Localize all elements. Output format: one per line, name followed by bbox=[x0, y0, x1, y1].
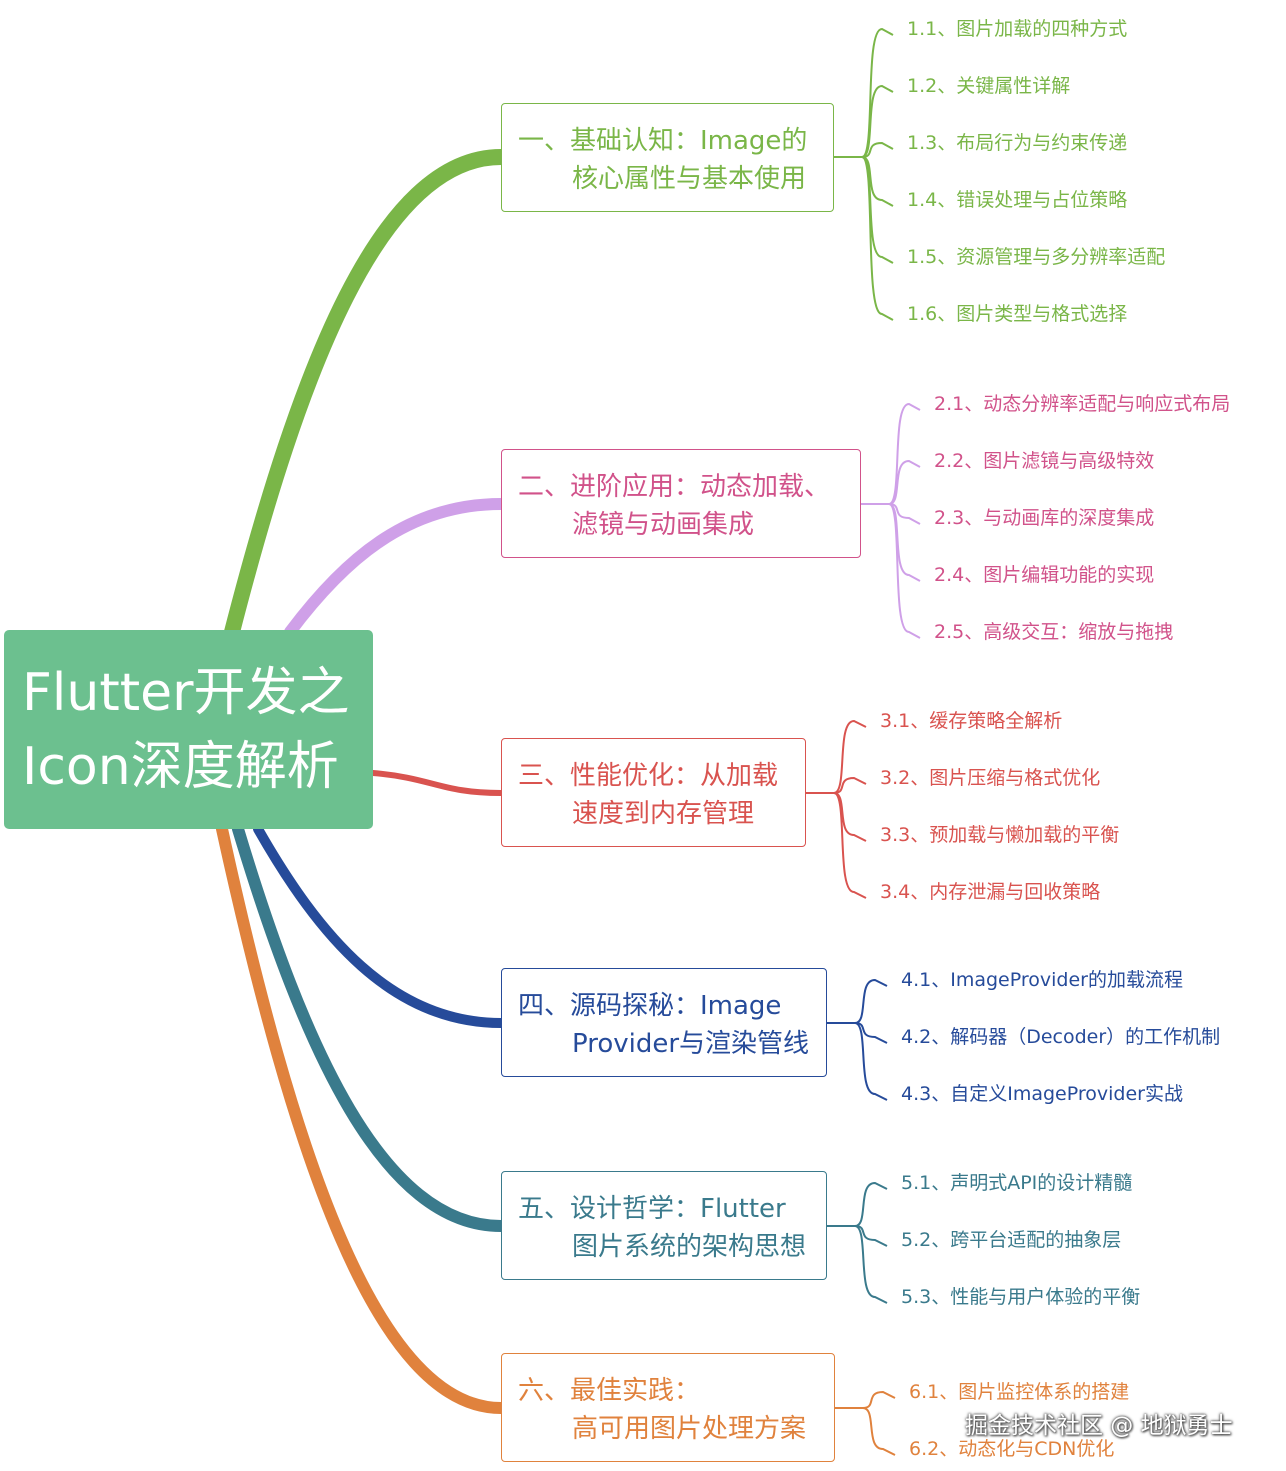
branch-node-basics[interactable]: 一、基础认知：Image的 核心属性与基本使用 bbox=[501, 103, 834, 212]
branch-title-line2: 速度到内存管理 bbox=[572, 799, 755, 829]
leaf-node[interactable]: 6.1、图片监控体系的搭建 bbox=[909, 1381, 1130, 1403]
leaf-link bbox=[888, 459, 921, 505]
leaf-node[interactable]: 1.5、资源管理与多分辨率适配 bbox=[907, 246, 1166, 268]
branch-node-source[interactable]: 四、源码探秘：Image Provider与渲染管线 bbox=[501, 968, 827, 1077]
branch-title-line1: 三、性能优化：从加载 bbox=[518, 761, 779, 791]
branch-link-4 bbox=[253, 824, 506, 1028]
leaf-link bbox=[861, 156, 894, 264]
branch-title-line1: 二、进阶应用：动态加载、 bbox=[518, 472, 831, 502]
leaf-node[interactable]: 1.1、图片加载的四种方式 bbox=[907, 18, 1128, 40]
branch-title-line2: Provider与渲染管线 bbox=[572, 1029, 810, 1059]
branch-title-line2: 滤镜与动画集成 bbox=[572, 510, 755, 540]
leaf-link bbox=[833, 719, 867, 794]
leaf-node[interactable]: 2.3、与动画库的深度集成 bbox=[934, 507, 1155, 529]
branch-node-practice[interactable]: 六、最佳实践： 高可用图片处理方案 bbox=[501, 1353, 835, 1462]
leaf-link bbox=[833, 792, 867, 842]
leaf-node[interactable]: 3.4、内存泄漏与回收策略 bbox=[880, 881, 1101, 903]
branch-title-line2: 高可用图片处理方案 bbox=[572, 1414, 807, 1444]
leaf-link bbox=[861, 156, 894, 207]
leaf-link bbox=[861, 156, 894, 321]
leaf-node[interactable]: 4.1、ImageProvider的加载流程 bbox=[901, 969, 1183, 991]
branch-link-3 bbox=[370, 770, 504, 796]
leaf-link bbox=[854, 1225, 888, 1304]
branch-title-line1: 六、最佳实践： bbox=[518, 1376, 701, 1406]
branch-title-line1: 四、源码探秘：Image bbox=[518, 991, 782, 1021]
leaf-link bbox=[888, 503, 921, 639]
leaf-node[interactable]: 1.2、关键属性详解 bbox=[907, 75, 1071, 97]
leaf-node[interactable]: 4.3、自定义ImageProvider实战 bbox=[901, 1083, 1183, 1105]
leaf-node[interactable]: 1.6、图片类型与格式选择 bbox=[907, 303, 1128, 325]
leaf-node[interactable]: 2.5、高级交互：缩放与拖拽 bbox=[934, 621, 1174, 643]
branch-node-performance[interactable]: 三、性能优化：从加载 速度到内存管理 bbox=[501, 738, 806, 847]
leaf-node[interactable]: 2.1、动态分辨率适配与响应式布局 bbox=[934, 393, 1231, 415]
leaf-link bbox=[854, 978, 888, 1024]
leaf-link bbox=[861, 141, 894, 158]
root-node[interactable]: Flutter开发之 Icon深度解析 bbox=[4, 630, 373, 829]
root-title-line2: Icon深度解析 bbox=[22, 736, 339, 797]
branch-node-advanced[interactable]: 二、进阶应用：动态加载、 滤镜与动画集成 bbox=[501, 449, 861, 558]
branch-title-line2: 核心属性与基本使用 bbox=[572, 164, 807, 194]
leaf-link bbox=[861, 27, 894, 158]
leaf-node[interactable]: 5.3、性能与用户体验的平衡 bbox=[901, 1286, 1141, 1308]
branch-title-line2: 图片系统的架构思想 bbox=[572, 1232, 807, 1262]
branch-title-line1: 五、设计哲学：Flutter bbox=[518, 1194, 786, 1224]
leaf-node[interactable]: 3.1、缓存策略全解析 bbox=[880, 710, 1063, 732]
branch-link-1 bbox=[224, 149, 509, 640]
leaf-node[interactable]: 2.2、图片滤镜与高级特效 bbox=[934, 450, 1155, 472]
leaf-node[interactable]: 1.4、错误处理与占位策略 bbox=[907, 189, 1128, 211]
leaf-node[interactable]: 2.4、图片编辑功能的实现 bbox=[934, 564, 1155, 586]
leaf-link bbox=[862, 1407, 896, 1456]
leaf-link bbox=[854, 1022, 888, 1101]
branch-link-6 bbox=[216, 823, 507, 1414]
leaf-link bbox=[862, 1390, 896, 1409]
leaf-link bbox=[833, 792, 867, 899]
branch-title-line1: 一、基础认知：Image的 bbox=[518, 126, 808, 156]
leaf-link bbox=[854, 1181, 888, 1227]
leaf-node[interactable]: 1.3、布局行为与约束传递 bbox=[907, 132, 1128, 154]
leaf-node[interactable]: 3.3、预加载与懒加载的平衡 bbox=[880, 824, 1120, 846]
watermark: 掘金技术社区 @ 地狱勇士 bbox=[965, 1413, 1233, 1439]
leaf-link bbox=[833, 776, 867, 794]
leaf-link bbox=[861, 84, 894, 158]
leaf-node[interactable]: 5.2、跨平台适配的抽象层 bbox=[901, 1229, 1122, 1251]
leaf-node[interactable]: 5.1、声明式API的设计精髓 bbox=[901, 1172, 1133, 1194]
leaf-node[interactable]: 4.2、解码器（Decoder）的工作机制 bbox=[901, 1026, 1221, 1048]
branch-link-2 bbox=[284, 498, 507, 638]
root-title-line1: Flutter开发之 bbox=[22, 662, 350, 723]
branch-link-5 bbox=[232, 823, 507, 1232]
leaf-node[interactable]: 6.2、动态化与CDN优化 bbox=[909, 1438, 1115, 1460]
leaf-node[interactable]: 3.2、图片压缩与格式优化 bbox=[880, 767, 1101, 789]
leaf-link bbox=[888, 402, 921, 505]
branch-node-design[interactable]: 五、设计哲学：Flutter 图片系统的架构思想 bbox=[501, 1171, 827, 1280]
